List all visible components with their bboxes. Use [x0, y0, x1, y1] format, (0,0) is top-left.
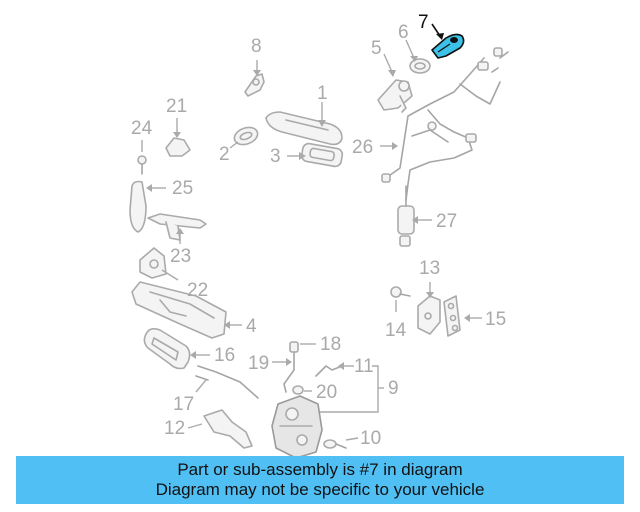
part-1-outside-handle[interactable]	[265, 111, 343, 146]
callout-4: 4	[246, 316, 257, 337]
callout-26: 26	[352, 137, 373, 158]
callout-7: 7	[418, 12, 429, 33]
part-5-lock-cylinder[interactable]	[377, 79, 413, 113]
arrow-4	[224, 321, 230, 329]
leader-12	[187, 423, 203, 429]
arrow-21	[173, 132, 181, 138]
part-6-cylinder-housing[interactable]	[409, 58, 431, 74]
part-23-door-check[interactable]	[147, 213, 207, 241]
callout-23: 23	[170, 246, 191, 267]
part-11-rod[interactable]	[315, 365, 343, 377]
part-27-actuator[interactable]	[397, 185, 415, 247]
arrow-13	[426, 292, 434, 298]
part-18-clip[interactable]	[289, 341, 299, 353]
part-12-bracket[interactable]	[203, 409, 253, 449]
arrow-25	[146, 184, 152, 192]
part-9-latch[interactable]	[271, 395, 323, 459]
leader-6	[405, 39, 415, 59]
leader-10	[345, 437, 359, 441]
callout-11: 11	[354, 356, 374, 377]
arrow-6	[410, 56, 418, 62]
part-4-inside-handle[interactable]	[131, 281, 227, 339]
part-14-bolt[interactable]	[390, 286, 411, 298]
callout-9: 9	[388, 378, 399, 399]
banner-line-disclaimer: Diagram may not be specific to your vehi…	[155, 480, 485, 499]
part-25-pad[interactable]	[129, 180, 147, 233]
part-17-rod[interactable]	[195, 365, 259, 399]
callout-24: 24	[131, 118, 153, 139]
part-13-striker[interactable]	[417, 295, 441, 335]
arrow-5	[388, 70, 396, 77]
banner-background	[16, 456, 624, 504]
arrow-26	[392, 142, 398, 150]
part-21-clip[interactable]	[165, 137, 191, 157]
arrow-8	[253, 70, 261, 76]
callout-20: 20	[316, 382, 337, 403]
callout-19: 19	[248, 353, 269, 374]
part-7-highlighted[interactable]	[431, 33, 465, 59]
part-10-bolt[interactable]	[323, 439, 347, 449]
callout-18: 18	[320, 334, 341, 355]
callout-16: 16	[214, 345, 235, 366]
part-15-shim[interactable]	[443, 295, 461, 337]
arrow-15	[464, 314, 470, 322]
part-20-bushing[interactable]	[292, 385, 304, 395]
callout-3: 3	[270, 146, 281, 167]
callout-10: 10	[360, 428, 381, 449]
leader-22	[161, 269, 179, 281]
leader-17	[195, 379, 207, 393]
callout-17: 17	[173, 394, 194, 415]
arrow-11	[338, 362, 344, 370]
arrow-7	[436, 33, 444, 40]
callout-14: 14	[385, 320, 407, 341]
arrow-23	[176, 228, 184, 234]
callout-8: 8	[251, 36, 262, 57]
callout-2: 2	[219, 144, 230, 165]
callout-21: 21	[166, 96, 187, 117]
arrow-27	[412, 216, 418, 224]
callout-12: 12	[164, 418, 185, 439]
leader-2	[229, 141, 239, 149]
part-19-rod[interactable]	[283, 351, 295, 393]
callout-13: 13	[419, 258, 440, 279]
callout-27: 27	[436, 211, 457, 232]
arrow-3	[299, 152, 306, 160]
part-22-bracket[interactable]	[139, 247, 167, 279]
part-24-screw[interactable]	[137, 155, 147, 175]
part-3-handle-bezel[interactable]	[300, 142, 344, 168]
arrow-19	[286, 358, 292, 366]
callout-25: 25	[172, 178, 193, 199]
part-2-gasket[interactable]	[232, 124, 260, 147]
part-8-bracket[interactable]	[244, 73, 265, 97]
part-26-harness[interactable]	[381, 47, 509, 201]
callout-1: 1	[317, 83, 328, 104]
arrow-16	[190, 351, 196, 359]
callout-6: 6	[398, 22, 409, 43]
callout-22: 22	[187, 280, 208, 301]
info-banner: Part or sub-assembly is #7 in diagram Di…	[16, 456, 624, 504]
bracket-9	[318, 365, 384, 413]
callout-15: 15	[485, 309, 506, 330]
callout-5: 5	[371, 38, 382, 59]
banner-line-part: Part or sub-assembly is #7 in diagram	[177, 460, 463, 479]
leader-5	[383, 53, 393, 73]
arrow-1	[318, 120, 326, 127]
part-16-bezel[interactable]	[143, 327, 191, 370]
